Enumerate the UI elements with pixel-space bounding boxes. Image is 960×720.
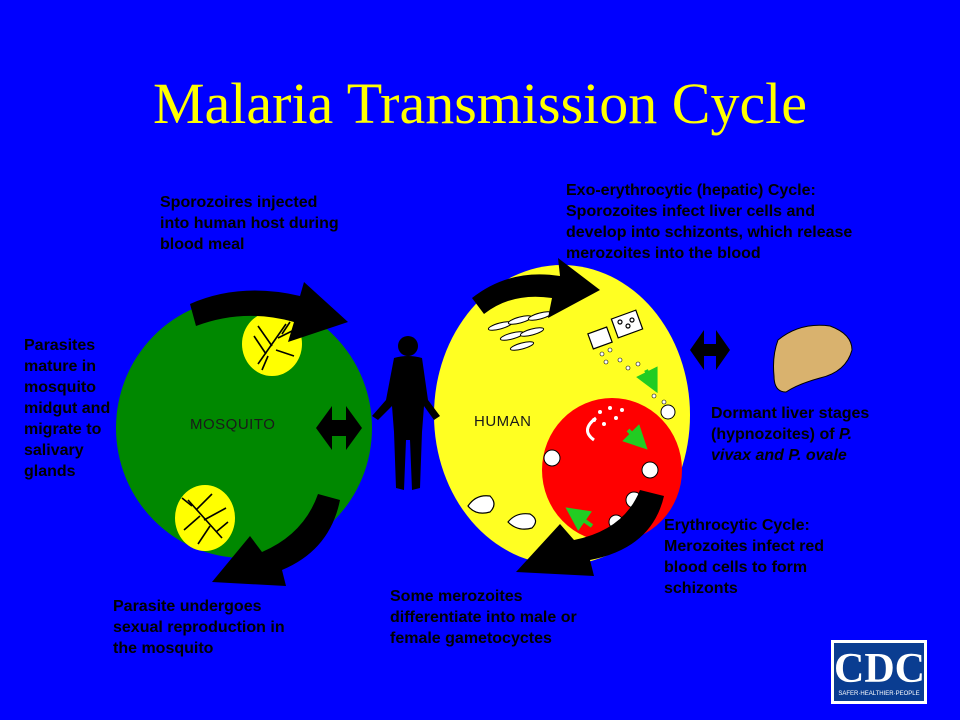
page-title: Malaria Transmission Cycle (152, 71, 808, 136)
label-gametocytes: Some merozoites differentiate into male … (390, 588, 577, 647)
cdc-logo: CDC SAFER·HEALTHIER·PEOPLE (831, 640, 927, 704)
human-circle-label: HUMAN (474, 413, 532, 430)
label-exo-erythrocytic: Exo-erythrocytic (hepatic) Cycle: Sporoz… (566, 182, 853, 262)
sporozoite-shapes (487, 311, 553, 351)
mosquito-circle-label: MOSQUITO (190, 416, 276, 433)
gametocyte-shapes (467, 495, 537, 530)
label-sexual-reproduction: Parasite undergoes sexual reproduction i… (113, 598, 285, 657)
double-arrows (316, 330, 730, 450)
label-sporozoites-injected: Sporozoires injected into human host dur… (160, 194, 339, 253)
merozoite-dots (599, 347, 667, 405)
cycle-arrows (190, 258, 664, 586)
mosquito-circle (116, 298, 372, 558)
label-dormant-liver: Dormant liver stages (hypnozoites) of P.… (711, 405, 870, 464)
cdc-logo-text: CDC (834, 646, 925, 692)
liver-cell-shapes (587, 309, 644, 350)
human-silhouette (372, 336, 440, 490)
label-erythrocytic: Erythrocytic Cycle: Merozoites infect re… (664, 517, 825, 597)
mosquito-icon-bottom (175, 485, 235, 551)
liver-icon (773, 324, 853, 393)
label-parasites-mature: Parasites mature in mosquito midgut and … (24, 337, 111, 480)
cdc-logo-subtext: SAFER·HEALTHIER·PEOPLE (838, 691, 920, 697)
